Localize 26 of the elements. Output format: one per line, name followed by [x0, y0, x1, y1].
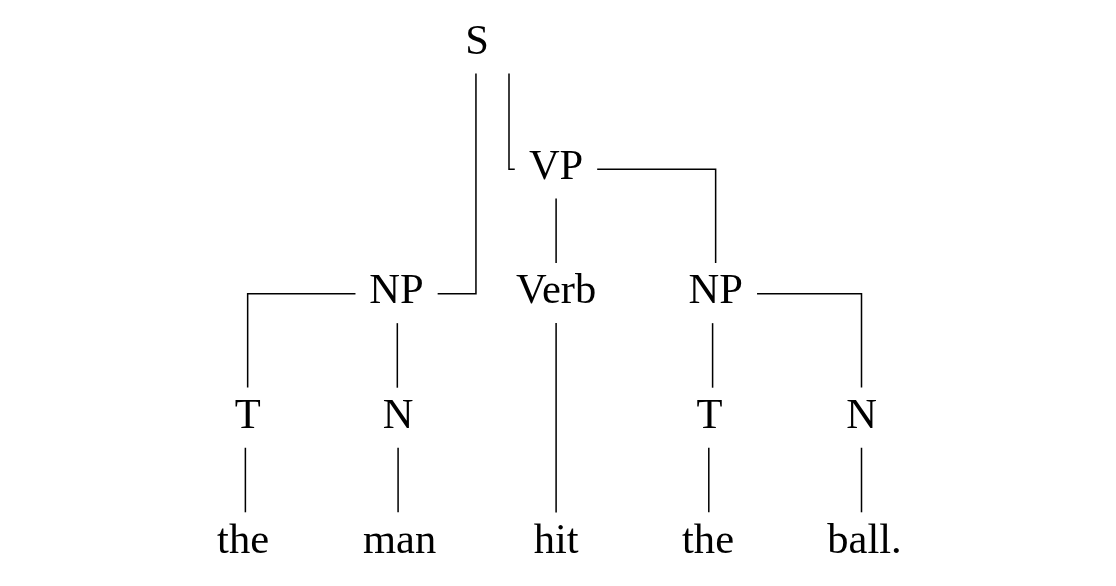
connector [244, 447, 247, 514]
node-text: ball. [827, 514, 902, 562]
node-text: N [382, 390, 414, 438]
node-text: VP [528, 140, 584, 188]
connector [396, 322, 399, 389]
node-text: T [696, 390, 723, 438]
node-text: Verb [515, 265, 597, 313]
connector [397, 447, 399, 514]
node-text: hit [533, 514, 579, 562]
connector [436, 72, 477, 295]
node-text: man [362, 514, 437, 562]
node-text: NP [688, 265, 743, 313]
node-text: N [846, 390, 877, 438]
connector [860, 447, 863, 514]
connector [596, 168, 717, 264]
node-text: T [234, 390, 261, 438]
node-text: the [217, 514, 270, 562]
node-text: NP [369, 265, 424, 313]
connector [246, 293, 357, 389]
connector [555, 197, 557, 264]
node-text: S [465, 16, 489, 64]
connector [555, 322, 557, 514]
node-text: the [682, 514, 735, 562]
connector [756, 293, 863, 389]
connector [708, 447, 710, 514]
connector [711, 322, 714, 389]
